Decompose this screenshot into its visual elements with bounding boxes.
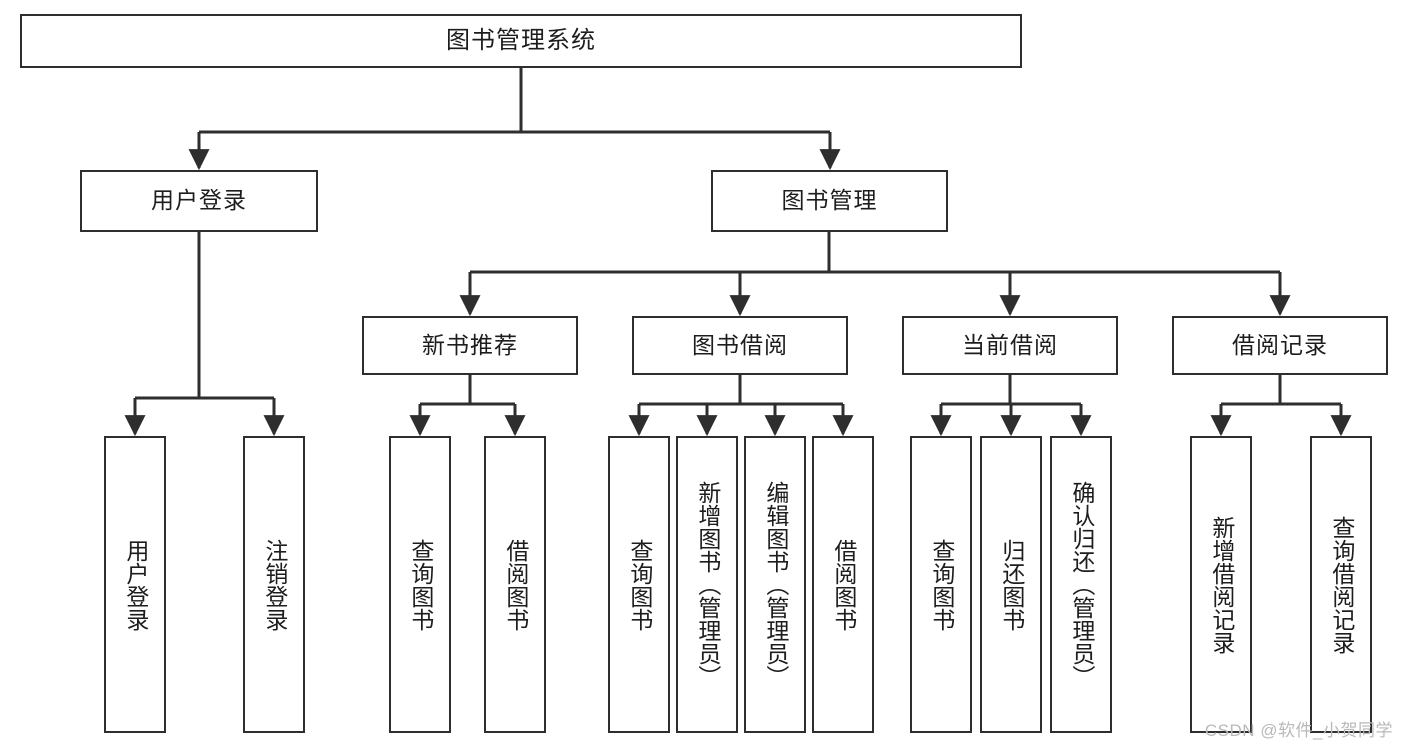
node-leaf-8: 借阅图书 bbox=[812, 436, 874, 733]
node-label: 用户登录 bbox=[122, 538, 149, 631]
node-label: 查询图书 bbox=[626, 538, 653, 631]
node-label: 新增借阅记录 bbox=[1208, 515, 1235, 654]
node-new-rec: 新书推荐 bbox=[362, 316, 578, 375]
node-label: 确认归还（管理员） bbox=[1068, 481, 1095, 688]
node-label: 图书管理系统 bbox=[446, 26, 596, 54]
node-leaf-7: 编辑图书（管理员） bbox=[744, 436, 806, 733]
node-label: 借阅记录 bbox=[1232, 331, 1328, 358]
watermark-label: CSDN @软件_小贺同学 bbox=[1204, 721, 1393, 740]
node-leaf-4: 借阅图书 bbox=[484, 436, 546, 733]
node-label: 归还图书 bbox=[998, 538, 1025, 631]
node-label: 查询图书 bbox=[928, 538, 955, 631]
node-user-login: 用户登录 bbox=[80, 170, 318, 232]
node-leaf-2: 注销登录 bbox=[243, 436, 305, 733]
node-label: 新增图书（管理员） bbox=[694, 481, 721, 688]
node-leaf-12: 新增借阅记录 bbox=[1190, 436, 1252, 733]
node-leaf-11: 确认归还（管理员） bbox=[1050, 436, 1112, 733]
node-label: 借阅图书 bbox=[502, 538, 529, 631]
node-root: 图书管理系统 bbox=[20, 14, 1022, 68]
node-book-borrow: 图书借阅 bbox=[632, 316, 848, 375]
node-label: 用户登录 bbox=[151, 187, 247, 214]
node-leaf-10: 归还图书 bbox=[980, 436, 1042, 733]
node-borrow-log: 借阅记录 bbox=[1172, 316, 1388, 375]
node-label: 图书借阅 bbox=[692, 331, 788, 358]
node-leaf-1: 用户登录 bbox=[104, 436, 166, 733]
node-leaf-6: 新增图书（管理员） bbox=[676, 436, 738, 733]
node-label: 图书管理 bbox=[781, 187, 878, 214]
node-label: 编辑图书（管理员） bbox=[762, 481, 789, 688]
node-label: 查询图书 bbox=[407, 538, 434, 631]
node-label: 当前借阅 bbox=[962, 331, 1058, 358]
node-leaf-13: 查询借阅记录 bbox=[1310, 436, 1372, 733]
node-label: 借阅图书 bbox=[830, 538, 857, 631]
node-leaf-5: 查询图书 bbox=[608, 436, 670, 733]
node-leaf-9: 查询图书 bbox=[910, 436, 972, 733]
node-label: 新书推荐 bbox=[422, 331, 518, 358]
node-label: 查询借阅记录 bbox=[1328, 515, 1355, 654]
node-leaf-3: 查询图书 bbox=[389, 436, 451, 733]
node-label: 注销登录 bbox=[261, 538, 288, 631]
node-cur-borrow: 当前借阅 bbox=[902, 316, 1118, 375]
node-book-mgmt: 图书管理 bbox=[711, 170, 948, 232]
